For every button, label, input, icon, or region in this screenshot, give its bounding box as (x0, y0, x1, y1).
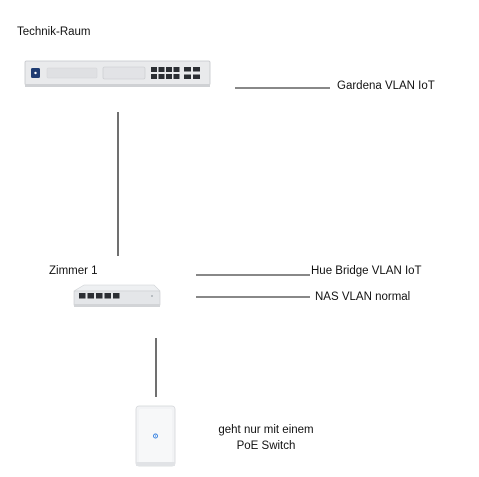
location-label-technik-raum: Technik-Raum (17, 26, 91, 38)
connection-label-gardena: Gardena VLAN IoT (337, 80, 435, 92)
connection-label-hue-bridge: Hue Bridge VLAN IoT (311, 265, 422, 277)
wall-access-point-icon (135, 405, 176, 467)
desktop-switch-icon (72, 284, 161, 307)
poe-note-line-2: PoE Switch (236, 440, 296, 452)
connection-label-nas: NAS VLAN normal (315, 291, 411, 303)
location-label-zimmer-1: Zimmer 1 (49, 265, 98, 277)
rack-router-switch-icon (24, 60, 211, 87)
poe-note-line-1: geht nur mit einem (218, 424, 314, 436)
poe-note: geht nur mit einem PoE Switch (204, 422, 328, 454)
